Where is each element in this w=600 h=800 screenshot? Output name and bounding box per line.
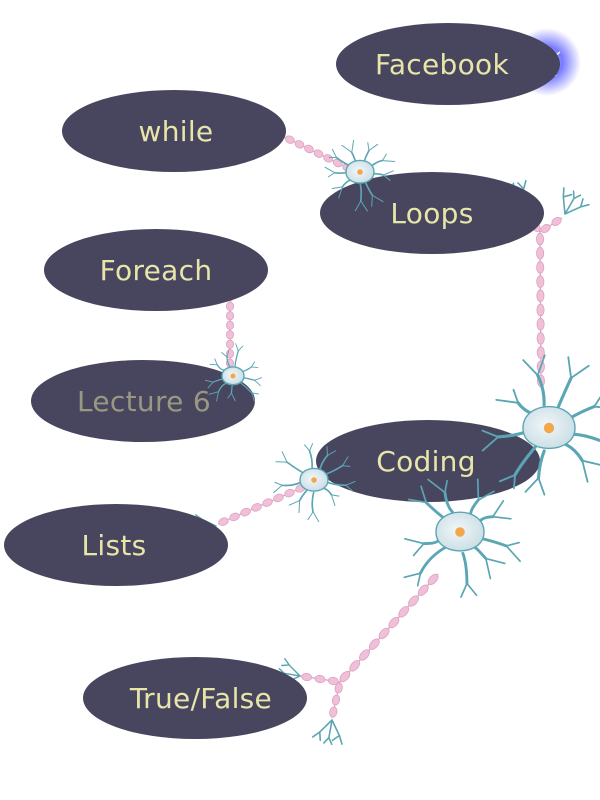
node-while[interactable]: while bbox=[62, 90, 286, 172]
node-lists[interactable]: Lists bbox=[4, 504, 228, 586]
axon-truefalse-down bbox=[329, 681, 343, 719]
node-foreach-label: Foreach bbox=[99, 253, 213, 287]
axon-coding-truefalse bbox=[339, 573, 439, 683]
node-foreach[interactable]: Foreach bbox=[44, 229, 268, 311]
node-lecture-6-label: Lecture 6 bbox=[77, 384, 211, 418]
node-lecture-6[interactable]: Lecture 6 bbox=[31, 360, 255, 442]
axon-foreach-lecture bbox=[226, 292, 235, 368]
node-true-false-label: True/False bbox=[129, 681, 273, 715]
node-loops[interactable]: Loops bbox=[320, 172, 544, 254]
node-facebook[interactable]: Facebook bbox=[336, 23, 560, 105]
node-loops-label: Loops bbox=[390, 196, 474, 230]
axon-lists-coding bbox=[217, 484, 307, 526]
node-coding-label: Coding bbox=[376, 444, 476, 478]
axon-terminal-icon bbox=[311, 719, 343, 746]
node-while-label: while bbox=[138, 114, 214, 148]
node-lists-label: Lists bbox=[81, 528, 147, 562]
node-coding[interactable]: Coding bbox=[316, 420, 540, 502]
node-facebook-label: Facebook bbox=[375, 47, 509, 81]
node-true-false[interactable]: True/False bbox=[83, 657, 307, 739]
axon-loops-coding bbox=[536, 231, 545, 389]
axon-loops-branch-right bbox=[539, 217, 563, 233]
axon-terminal-icon bbox=[562, 187, 590, 215]
axon-truefalse-branch bbox=[299, 672, 341, 686]
